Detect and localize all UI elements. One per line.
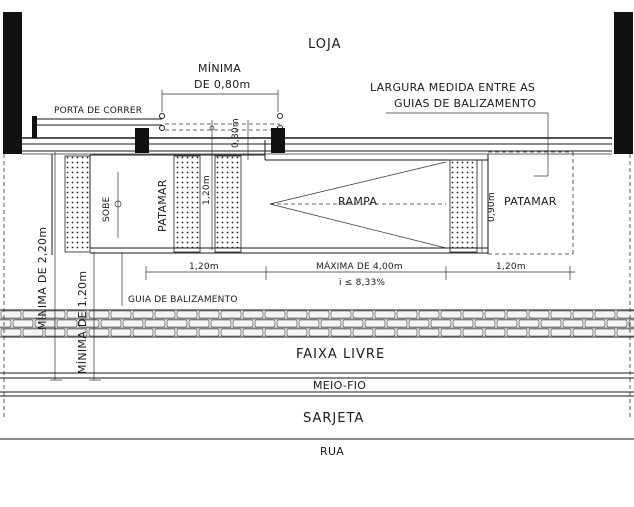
label-minima-120: MÍNIMA DE 1,20m xyxy=(76,271,89,374)
label-patamar-right: PATAMAR xyxy=(504,195,557,208)
label-guia: GUIA DE BALIZAMENTO xyxy=(128,295,238,305)
door-jamb-right xyxy=(271,128,285,153)
label-dim-120-left: 1,20m xyxy=(189,262,219,272)
dimension-sidewalk-width xyxy=(3,152,631,420)
label-dim-090: 0,90m xyxy=(487,192,497,222)
label-minima-2: DE 0,80m xyxy=(194,78,251,91)
label-dim-120v: 1,20m xyxy=(202,175,212,205)
wall-right xyxy=(614,12,633,154)
label-loja: LOJA xyxy=(308,37,342,52)
label-dim-030: 0,30m xyxy=(231,118,241,148)
label-rampa: RAMPA xyxy=(338,195,377,208)
paving-band xyxy=(0,309,634,338)
label-dim-120-right: 1,20m xyxy=(496,262,526,272)
label-dim-maxima: MÁXIMA DE 4,00m xyxy=(316,260,403,272)
label-patamar-left: PATAMAR xyxy=(156,179,169,232)
ramp-slope-lines xyxy=(269,161,447,249)
label-porta: PORTA DE CORRER xyxy=(54,106,142,116)
street-lines xyxy=(0,372,634,440)
dimension-vertical-left xyxy=(209,120,215,250)
paving-blocks xyxy=(0,310,634,337)
label-rua: RUA xyxy=(320,445,344,458)
door-jamb-left xyxy=(135,128,149,153)
dimension-door-width xyxy=(161,90,279,112)
label-sobe: SOBE xyxy=(102,196,112,222)
tactile-strip-1 xyxy=(64,155,91,253)
up-arrow-icon xyxy=(114,172,122,238)
label-minima-1: MÍNIMA xyxy=(198,62,241,75)
leader-largura xyxy=(386,112,549,177)
tactile-strip-3 xyxy=(214,155,242,253)
label-minima-220: MÍNIMA DE 2,20m xyxy=(36,227,49,330)
label-meio-fio: MEIO-FIO xyxy=(313,379,366,392)
label-dim-incl: i ≤ 8,33% xyxy=(339,278,385,288)
tactile-strip-2 xyxy=(173,155,201,253)
tactile-strip-4 xyxy=(449,159,478,253)
label-faixa-livre: FAIXA LIVRE xyxy=(296,347,385,362)
label-largura-1: LARGURA MEDIDA ENTRE AS xyxy=(370,81,535,94)
facade-lines xyxy=(22,137,612,155)
dimension-horizontal xyxy=(145,266,575,280)
sliding-door xyxy=(32,113,283,138)
label-sarjeta: SARJETA xyxy=(303,411,364,426)
wall-left xyxy=(3,12,22,154)
label-largura-2: GUIAS DE BALIZAMENTO xyxy=(394,97,536,110)
